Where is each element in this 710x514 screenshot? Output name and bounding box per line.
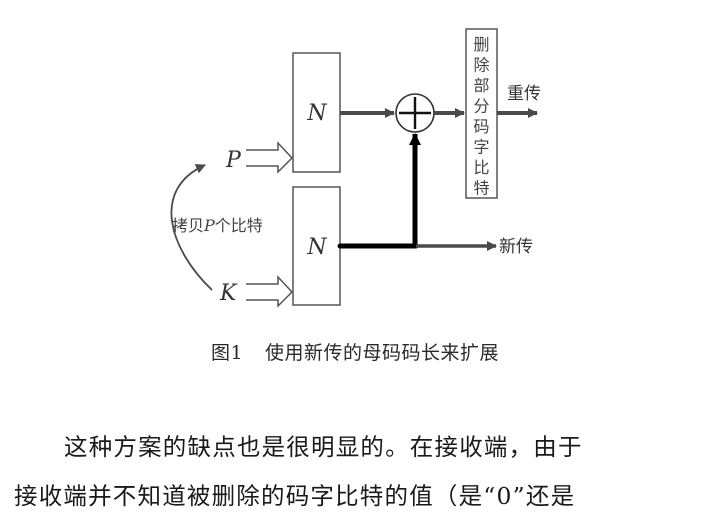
copy-annotation-prefix: 拷贝: [172, 216, 204, 235]
input-k-label: K: [219, 281, 238, 306]
puncture-char: 特: [473, 179, 489, 198]
encoder-box-top: N: [292, 52, 341, 173]
input-p-hollow-arrow: [246, 141, 294, 174]
input-k-hollow-arrow: [246, 275, 294, 308]
encoder-top-label: N: [306, 101, 327, 126]
copy-annotation: 拷贝P个比特: [172, 216, 263, 235]
puncture-char: 删: [473, 35, 489, 54]
puncture-char: 比: [473, 158, 489, 177]
input-p-label: P: [225, 148, 242, 173]
retransmit-label: 重传: [507, 84, 541, 104]
encoder-box-bottom: N: [292, 186, 341, 306]
encoder-bottom-label: N: [306, 235, 327, 260]
xor-node: [395, 93, 435, 133]
body-text-line-1: 这种方案的缺点也是很明显的。在接收端，由于: [64, 433, 583, 461]
puncture-char: 除: [473, 56, 489, 75]
figure-caption: 图1 使用新传的母码码长来扩展: [0, 338, 710, 365]
puncture-char: 分: [473, 97, 489, 116]
puncture-char: 码: [473, 117, 489, 136]
figure-title: 使用新传的母码码长来扩展: [265, 342, 500, 364]
body-text-line-2: 接收端并不知道被删除的码字比特的值（是“0”还是: [14, 482, 576, 510]
copy-annotation-suffix: 个比特: [215, 216, 263, 235]
new-transmit-label: 新传: [499, 237, 533, 257]
copy-curve-arrow: [170, 164, 213, 291]
puncture-char: 部: [473, 76, 489, 95]
copy-annotation-var: P: [203, 216, 215, 235]
puncture-char: 字: [473, 138, 489, 157]
figure-number: 图1: [210, 342, 244, 364]
